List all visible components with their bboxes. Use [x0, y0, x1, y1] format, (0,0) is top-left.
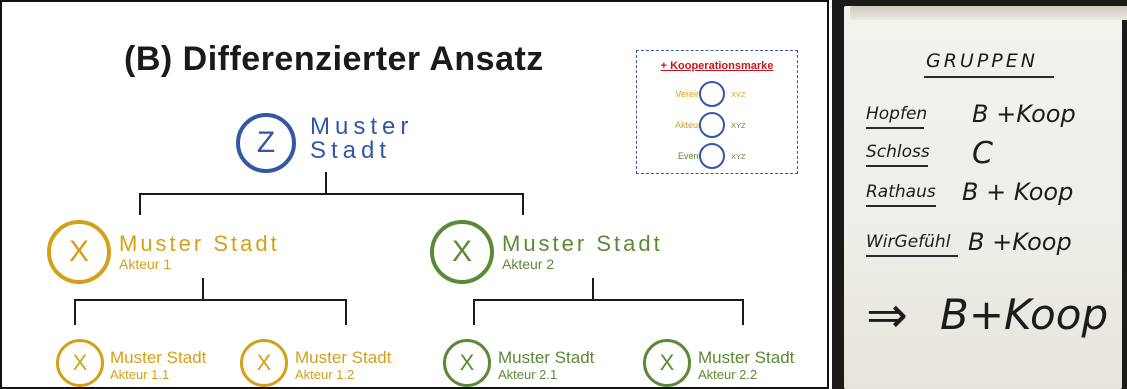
legend-row-verein: Verein XYZ — [637, 81, 797, 109]
legend-box: + Kooperationsmarke Verein XYZ Akteur XY… — [636, 50, 798, 174]
node-akteur-1-name: Muster Stadt — [119, 231, 280, 256]
legend-row-akteur: Akteur XYZ — [637, 112, 797, 140]
legend-value: XYZ — [731, 121, 746, 130]
node-akteur-2-1-sub: Akteur 2.1 — [498, 367, 558, 382]
node-akteur-1-1-sub: Akteur 1.1 — [110, 367, 170, 382]
connector-level1-left — [139, 193, 141, 215]
root-node-circle: Z — [236, 113, 296, 173]
flipchart-row-name: Schloss — [866, 142, 930, 162]
flipchart-heading: GRUPPEN — [926, 50, 1038, 72]
legend-row-event: Event XYZ — [637, 143, 797, 171]
node-akteur-2-2-circle: X — [643, 339, 691, 387]
node-akteur-1-2-name: Muster Stadt — [295, 348, 392, 367]
legend-circle-icon — [699, 81, 725, 107]
flipchart-row-name: Rathaus — [866, 182, 936, 202]
flipchart-result: B+Koop — [940, 290, 1109, 339]
flipchart-row-name: WirGefühl — [866, 232, 951, 252]
connector-akteur-1-1 — [74, 299, 76, 325]
legend-circle-icon — [699, 143, 725, 169]
node-akteur-2-circle: X — [430, 220, 494, 284]
node-akteur-2-sub: Akteur 2 — [502, 256, 555, 272]
flipchart-row-underline — [866, 255, 958, 257]
flipchart-row-value: B +Koop — [968, 228, 1072, 256]
legend-title: + Kooperationsmarke — [660, 60, 774, 72]
flipchart-row-underline — [866, 165, 928, 167]
connector-level2-right-bar — [473, 299, 744, 301]
legend-label: Event — [677, 151, 701, 161]
legend-value: XYZ — [731, 152, 746, 161]
node-akteur-2-1-circle: X — [443, 339, 491, 387]
node-akteur-2-1-name: Muster Stadt — [498, 348, 595, 367]
diagram-panel: (B) Differenzierter Ansatz + Kooperation… — [0, 0, 829, 389]
root-node-label-line1: Muster — [310, 113, 414, 140]
connector-level1-bar — [139, 193, 524, 195]
flipchart-heading-underline — [924, 76, 1054, 78]
node-akteur-1-2-sub: Akteur 1.2 — [295, 367, 355, 382]
legend-circle-icon — [699, 112, 725, 138]
node-akteur-1-sub: Akteur 1 — [119, 256, 172, 272]
connector-level2-left-bar — [74, 299, 347, 301]
flipchart-row-value: B + Koop — [962, 178, 1074, 206]
root-node-label-line2: Stadt — [310, 137, 392, 164]
connector-akteur-1 — [202, 278, 204, 300]
legend-value: XYZ — [731, 90, 746, 99]
flipchart-paper: GRUPPEN Hopfen B +Koop Schloss C Rathaus… — [844, 6, 1127, 389]
connector-root — [325, 172, 327, 194]
connector-akteur-1-2 — [345, 299, 347, 325]
flipchart-row-value: C — [972, 136, 993, 171]
connector-akteur-2-1 — [473, 299, 475, 325]
connector-akteur-2 — [592, 278, 594, 300]
diagram-title: (B) Differenzierter Ansatz — [124, 40, 544, 78]
flipchart-row-underline — [866, 205, 936, 207]
legend-label: Verein — [675, 89, 701, 99]
connector-level1-right — [522, 193, 524, 215]
flipchart-top-bar — [850, 6, 1127, 20]
node-akteur-1-2-circle: X — [240, 339, 288, 387]
flipchart-row-name: Hopfen — [866, 104, 928, 124]
flipchart-row-value: B +Koop — [972, 100, 1076, 128]
flipchart-photo: GRUPPEN Hopfen B +Koop Schloss C Rathaus… — [832, 0, 1127, 389]
node-akteur-1-circle: X — [47, 220, 111, 284]
node-akteur-2-2-sub: Akteur 2.2 — [698, 367, 758, 382]
node-akteur-1-1-name: Muster Stadt — [110, 348, 207, 367]
flipchart-row-underline — [866, 127, 924, 129]
connector-akteur-2-2 — [742, 299, 744, 325]
node-akteur-1-1-circle: X — [56, 339, 104, 387]
flipchart-arrow-icon: ⇒ — [866, 286, 908, 344]
node-akteur-2-2-name: Muster Stadt — [698, 348, 795, 367]
legend-label: Akteur — [674, 120, 701, 130]
node-akteur-2-name: Muster Stadt — [502, 231, 663, 256]
